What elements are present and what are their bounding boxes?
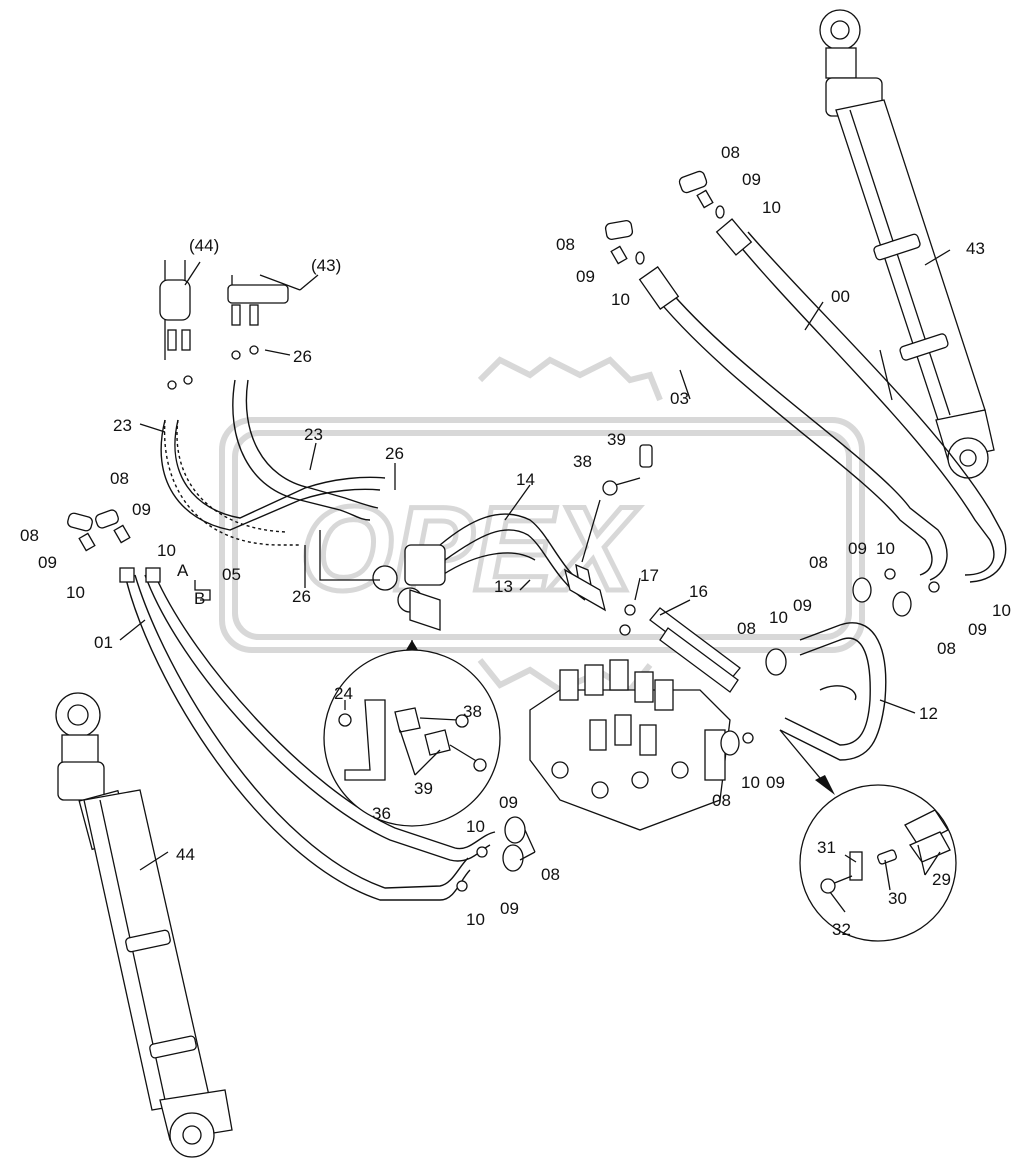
part-label-05: 05	[222, 565, 241, 584]
fittings	[456, 568, 940, 892]
part-label-43: 43	[966, 239, 985, 258]
part-label-38: 38	[463, 702, 482, 721]
part-label-10: 10	[762, 198, 781, 217]
cylinder-43	[819, 9, 995, 479]
part-label-10: 10	[611, 290, 630, 309]
part-label-09: 09	[742, 170, 761, 189]
part-label-26: 26	[292, 587, 311, 606]
part-label-24: 24	[334, 684, 353, 703]
part-label-38: 38	[573, 452, 592, 471]
part-label-12: 12	[919, 704, 938, 723]
hose-13-14	[434, 513, 591, 601]
part-label-08: 08	[20, 526, 39, 545]
part-label-08: 08	[556, 235, 575, 254]
part-label-08: 08	[721, 143, 740, 162]
part-label-B: B	[194, 589, 205, 608]
part-label-32: 32	[832, 920, 851, 939]
part-label-10: 10	[876, 539, 895, 558]
part-label-09: 09	[766, 773, 785, 792]
part-labels: (44) (43) 26 23 23 26 26 08 08 09 09 10 …	[20, 143, 1011, 939]
part-label-01: 01	[94, 633, 113, 652]
hose-01-05	[119, 567, 496, 901]
pilot-connection-43	[227, 274, 301, 360]
part-label-13: 13	[494, 577, 513, 596]
part-label-30: 30	[888, 889, 907, 908]
control-valve	[529, 659, 731, 831]
part-label-09: 09	[132, 500, 151, 519]
part-label-08: 08	[541, 865, 560, 884]
part-label-23: 23	[304, 425, 323, 444]
part-label-39: 39	[414, 779, 433, 798]
part-label-08: 08	[937, 639, 956, 658]
manifold-block	[319, 530, 446, 631]
part-label-08: 08	[737, 619, 756, 638]
part-label-10: 10	[769, 608, 788, 627]
part-label-10: 10	[466, 910, 485, 929]
part-label-16: 16	[689, 582, 708, 601]
part-label-03: 03	[670, 389, 689, 408]
leader-lines	[119, 249, 951, 913]
part-label-09: 09	[793, 596, 812, 615]
part-label-10: 10	[157, 541, 176, 560]
tube-16	[649, 607, 741, 693]
part-label-10: 10	[66, 583, 85, 602]
detail-circle-left	[323, 640, 501, 827]
part-label-A: A	[177, 561, 189, 580]
part-label-08: 08	[809, 553, 828, 572]
watermark: OPEX	[219, 356, 865, 694]
part-label-44: 44	[176, 845, 195, 864]
part-label-26: 26	[385, 444, 404, 463]
hose-23	[160, 379, 386, 546]
part-label-08: 08	[712, 791, 731, 810]
pilot-connection-44	[159, 260, 193, 390]
part-label-00: 00	[831, 287, 850, 306]
part-label-43-ref: (43)	[311, 256, 341, 275]
part-label-39: 39	[607, 430, 626, 449]
part-label-26: 26	[293, 347, 312, 366]
part-label-09: 09	[848, 539, 867, 558]
part-label-09: 09	[968, 620, 987, 639]
hose-03	[638, 266, 948, 581]
part-label-09: 09	[499, 793, 518, 812]
part-label-10: 10	[992, 601, 1011, 620]
part-label-17: 17	[640, 566, 659, 585]
part-label-10: 10	[466, 817, 485, 836]
part-label-10: 10	[741, 773, 760, 792]
part-label-14: 14	[516, 470, 535, 489]
part-label-08: 08	[110, 469, 129, 488]
part-label-36: 36	[372, 804, 391, 823]
part-label-44-ref: (44)	[189, 236, 219, 255]
part-label-09: 09	[38, 553, 57, 572]
part-label-23: 23	[113, 416, 132, 435]
cylinder-44	[55, 692, 233, 1158]
part-label-09: 09	[500, 899, 519, 918]
hose-00	[715, 218, 1007, 583]
part-label-09: 09	[576, 267, 595, 286]
part-label-31: 31	[817, 838, 836, 857]
top-fittings	[67, 170, 725, 552]
detail-circle-right	[779, 729, 957, 942]
clamp-assembly	[563, 444, 653, 612]
hose-12	[779, 622, 887, 761]
part-label-29: 29	[932, 870, 951, 889]
